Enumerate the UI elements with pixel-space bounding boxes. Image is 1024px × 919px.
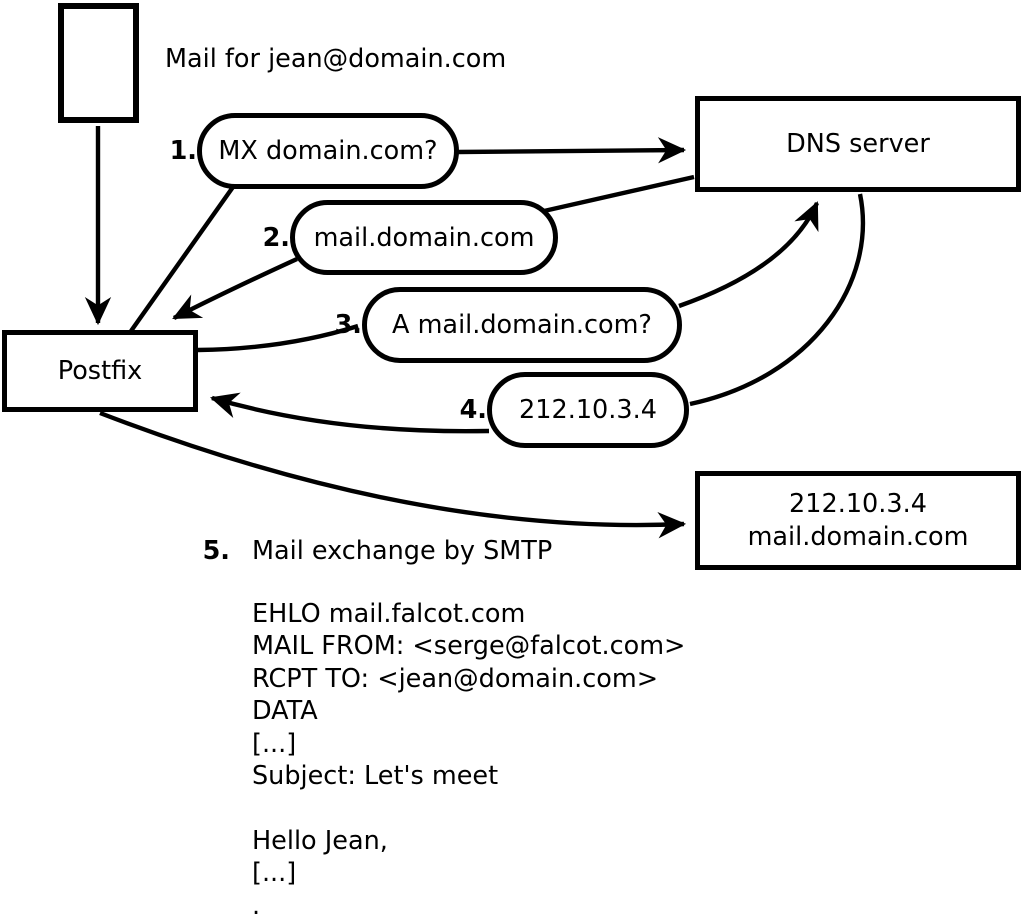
arrow-postfix-to-mailserver [99, 410, 687, 539]
dns-server-label: DNS server [786, 128, 930, 159]
smtp-line-ellipsis-1: [...] [252, 728, 297, 759]
step-1-number: 1. [169, 136, 197, 166]
diagram-title: Mail for jean@domain.com [165, 44, 507, 74]
smtp-line-terminator-dot: . [252, 890, 261, 919]
mail-server-hostname: mail.domain.com [747, 521, 969, 552]
arrow-a-answer-to-postfix [209, 392, 490, 434]
line-postfix-to-a-query [197, 323, 359, 353]
a-query-label: A mail.domain.com? [392, 310, 652, 340]
arrow-mx-query-to-dns [457, 137, 687, 164]
smtp-exchange-label: Mail exchange by SMTP [252, 536, 553, 566]
step-2-number: 2. [262, 223, 290, 253]
smtp-line-ehlo: EHLO mail.falcot.com [252, 599, 526, 629]
arrow-a-query-to-dns [678, 201, 820, 309]
step-5-number: 5. [202, 536, 230, 566]
postfix-label: Postfix [57, 355, 143, 386]
line-dns-to-mx-answer [543, 174, 695, 214]
dns-server-node: DNS server [695, 96, 1021, 192]
mail-message-box [58, 3, 139, 123]
mx-answer-label: mail.domain.com [313, 222, 535, 253]
postfix-node: Postfix [2, 330, 198, 412]
smtp-line-data: DATA [252, 696, 318, 727]
a-query-pill: A mail.domain.com? [362, 287, 682, 363]
a-answer-pill: 212.10.3.4 [487, 372, 689, 448]
smtp-transcript: EHLO mail.falcot.com MAIL FROM: <serge@f… [252, 598, 685, 919]
line-postfix-to-mx-query [129, 185, 235, 333]
mail-server-ip: 212.10.3.4 [789, 488, 927, 519]
step-3-number: 3. [334, 310, 362, 340]
smtp-line-subject: Subject: Let's meet [252, 760, 499, 791]
a-answer-label: 212.10.3.4 [519, 395, 657, 425]
mx-query-label: MX domain.com? [218, 136, 438, 166]
step-4-number: 4. [459, 395, 487, 425]
smtp-line-blank [252, 792, 685, 824]
smtp-line-ellipsis-2: [...] [252, 858, 297, 889]
smtp-line-greeting: Hello Jean, [252, 825, 388, 856]
line-dns-to-a-answer [689, 193, 866, 407]
mx-answer-pill: mail.domain.com [290, 200, 558, 275]
mx-query-pill: MX domain.com? [197, 113, 459, 189]
smtp-line-mail-from: MAIL FROM: <serge@falcot.com> [252, 631, 686, 662]
mail-server-node: 212.10.3.4 mail.domain.com [695, 471, 1021, 570]
smtp-line-rcpt-to: RCPT TO: <jean@domain.com> [252, 663, 659, 694]
arrow-mx-answer-to-postfix [172, 256, 298, 320]
